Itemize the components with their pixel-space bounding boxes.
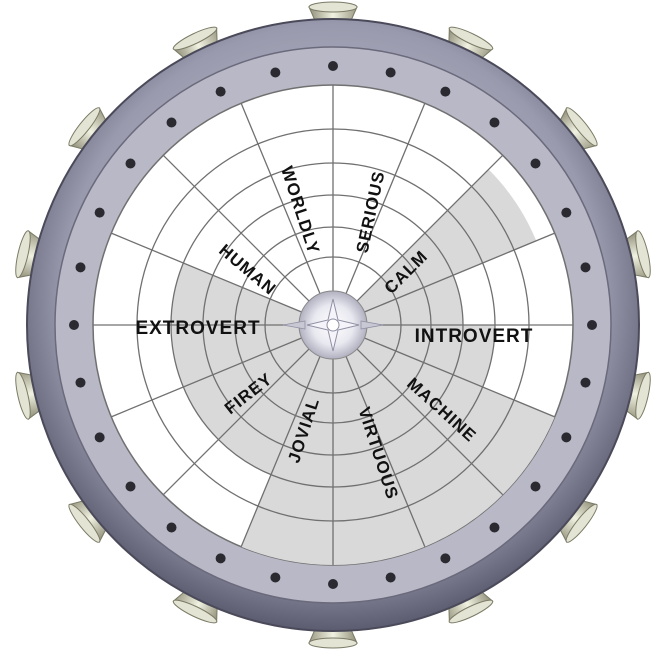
bolt <box>587 320 597 330</box>
bolt <box>69 320 79 330</box>
bolt <box>386 573 396 583</box>
bolt <box>581 378 591 388</box>
bolt <box>328 579 338 589</box>
bolt <box>95 432 105 442</box>
bolt <box>440 553 450 563</box>
bolt <box>561 208 571 218</box>
bolt <box>216 553 226 563</box>
bolt <box>440 87 450 97</box>
bolt <box>561 432 571 442</box>
bolt <box>270 573 280 583</box>
bolt <box>489 118 499 128</box>
bolt <box>216 87 226 97</box>
bolt <box>386 67 396 77</box>
label-extrovert: EXTROVERT <box>135 318 260 339</box>
bolt <box>530 159 540 169</box>
bolt <box>581 262 591 272</box>
bolt <box>75 262 85 272</box>
bolt <box>167 522 177 532</box>
bolt <box>489 522 499 532</box>
bolt <box>270 67 280 77</box>
label-introvert: INTROVERT <box>415 326 534 347</box>
bolt <box>126 481 136 491</box>
bolt <box>530 481 540 491</box>
bolt <box>75 378 85 388</box>
bolt <box>95 208 105 218</box>
bolt <box>167 118 177 128</box>
bolt <box>328 61 338 71</box>
bolt <box>126 159 136 169</box>
